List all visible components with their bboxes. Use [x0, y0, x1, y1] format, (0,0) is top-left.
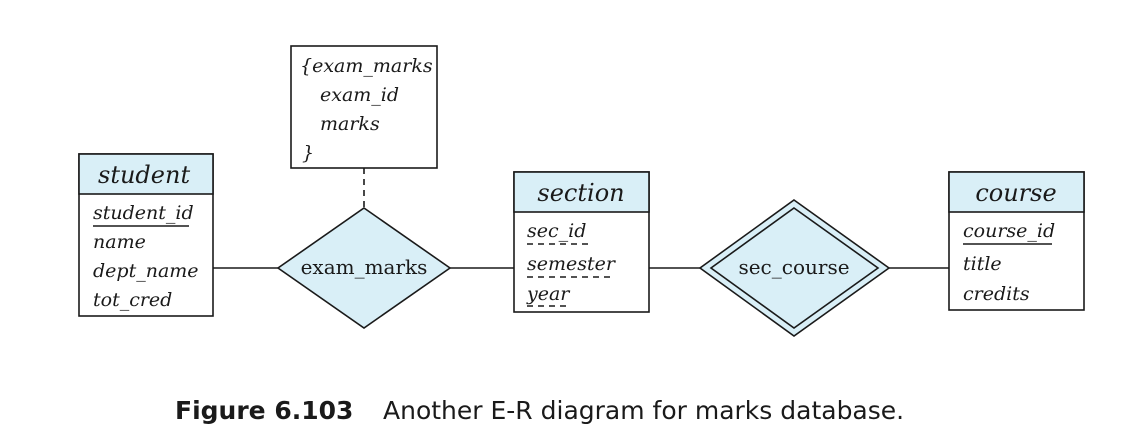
exam-marks-diamond: [276, 207, 452, 329]
section-attr-sec-id: sec_id: [527, 220, 586, 242]
course-attr-course-id: course_id: [963, 220, 1055, 242]
course-attr-title: title: [963, 253, 1002, 275]
entity-course-title: course: [975, 179, 1056, 207]
sec-course-label: sec_course: [738, 255, 849, 279]
exam-marks-label: exam_marks: [301, 255, 428, 279]
relationship-exam-marks: exam_marks: [276, 207, 452, 329]
sec-course-inner-diamond: [709, 207, 880, 329]
student-attr-name: name: [93, 231, 146, 253]
attribute-box-line-marks: marks: [320, 113, 380, 135]
attribute-box-line-exam-id: exam_id: [320, 84, 399, 106]
student-attr-student-id: student_id: [93, 202, 194, 224]
sec-course-outer-diamond: [698, 199, 891, 337]
section-attr-semester: semester: [527, 253, 617, 275]
student-attr-dept-name: dept_name: [93, 260, 199, 282]
attribute-box-line-close: }: [302, 142, 314, 164]
entity-section: section sec_id semester year: [513, 171, 650, 313]
entity-student-title: student: [98, 161, 190, 189]
entity-section-title: section: [537, 179, 624, 207]
student-attr-tot-cred: tot_cred: [93, 289, 172, 311]
figure-caption: Figure 6.103 Another E-R diagram for mar…: [175, 396, 904, 425]
attribute-box-line-open: {exam_marks: [300, 55, 433, 77]
section-attr-year: year: [526, 283, 571, 305]
caption-text: Another E-R diagram for marks database.: [383, 396, 904, 425]
entity-student: student student_id name dept_name tot_cr…: [78, 153, 214, 317]
caption-figure-number: Figure 6.103: [175, 396, 353, 425]
entity-course: course course_id title credits: [948, 171, 1085, 311]
course-attr-credits: credits: [963, 283, 1030, 305]
relationship-attribute-box: {exam_marks exam_id marks }: [290, 45, 438, 169]
relationship-sec-course: sec_course: [698, 199, 891, 337]
